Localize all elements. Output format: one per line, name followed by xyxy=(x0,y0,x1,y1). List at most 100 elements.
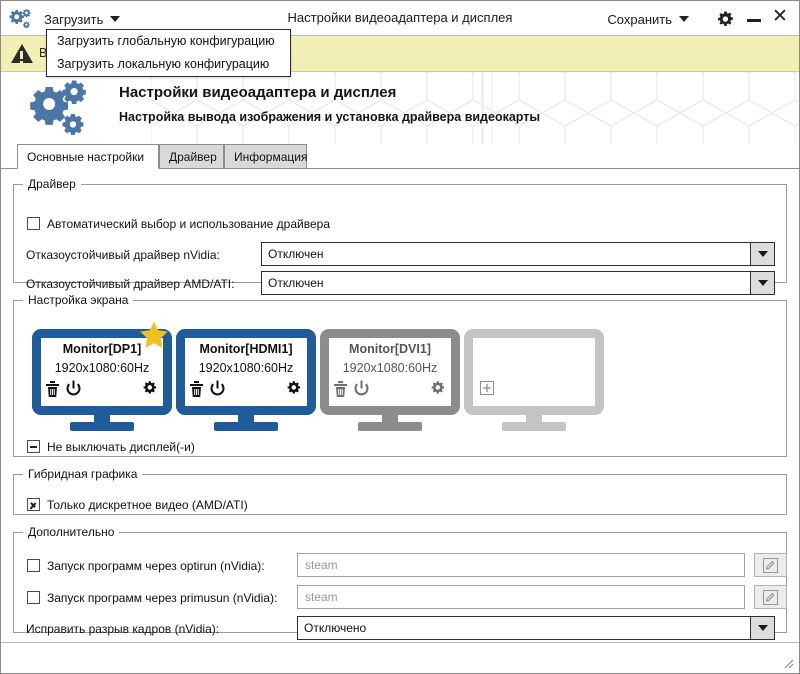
monitor-resolution: 1920x1080:60Hz xyxy=(54,361,150,375)
add-monitor-slot[interactable] xyxy=(464,329,604,431)
banner-heading: Настройки видеоадаптера и дисплея xyxy=(119,84,397,101)
warning-text: В xyxy=(39,46,48,60)
trash-icon[interactable] xyxy=(333,381,348,400)
trash-icon[interactable] xyxy=(189,381,204,400)
monitor-screen: Monitor[HDMI1] 1920x1080:60Hz xyxy=(185,338,307,406)
minimize-button[interactable] xyxy=(745,9,763,27)
monitor-neck xyxy=(94,415,110,424)
tab-label: Драйвер xyxy=(169,150,217,164)
app-gears-icon xyxy=(9,7,33,31)
trash-icon[interactable] xyxy=(45,381,60,400)
warning-exclamation-stroke xyxy=(20,51,23,59)
monitor-frame: Monitor[DP1] 1920x1080:60Hz xyxy=(32,329,172,415)
monitor-icon-row xyxy=(45,380,158,400)
primusrun-label: Запуск программ через primusun (nVidia): xyxy=(47,591,278,605)
dropdown-arrow-icon[interactable] xyxy=(750,617,774,639)
optirun-checkbox[interactable] xyxy=(27,559,40,572)
monitor-card-dvi1[interactable]: Monitor[DVI1] 1920x1080:60Hz xyxy=(320,329,460,431)
auto-driver-label: Автоматический выбор и использование дра… xyxy=(47,217,330,231)
primusrun-edit-button[interactable] xyxy=(754,585,787,609)
plus-box-icon[interactable] xyxy=(480,381,494,395)
menu-item-local-config[interactable]: Загрузить локальную конфигурацию xyxy=(57,57,270,71)
keep-display-on-label: Не выключать дисплей(-и) xyxy=(47,440,195,454)
discrete-only-label: Только дискретное видео (AMD/ATI) xyxy=(47,498,248,512)
pencil-box-icon xyxy=(763,589,778,605)
warning-exclamation-dot xyxy=(20,61,23,64)
monitor-card-hdmi1[interactable]: Monitor[HDMI1] 1920x1080:60Hz xyxy=(176,329,316,431)
gear-icon[interactable] xyxy=(285,380,302,400)
header-banner: Настройки видеоадаптера и дисплея Настро… xyxy=(1,72,799,144)
monitor-neck xyxy=(238,415,254,424)
monitor-frame: Monitor[HDMI1] 1920x1080:60Hz xyxy=(176,329,316,415)
driver-group-legend: Драйвер xyxy=(28,177,76,191)
pencil-box-icon xyxy=(763,557,778,573)
amd-fallback-combobox[interactable]: Отключен xyxy=(261,271,775,295)
extra-group: Дополнительно Запуск программ через opti… xyxy=(13,525,787,640)
menu-item-global-config[interactable]: Загрузить глобальную конфигурацию xyxy=(57,34,275,48)
hybrid-graphics-group: Гибридная графика Только дискретное виде… xyxy=(13,467,787,515)
tab-underline xyxy=(1,168,799,169)
add-monitor-frame xyxy=(464,329,604,415)
hybrid-graphics-legend: Гибридная графика xyxy=(28,467,138,481)
screen-group-legend: Настройка экрана xyxy=(28,293,129,307)
hexagon-pattern-background xyxy=(151,72,799,144)
tearfree-combobox[interactable]: Отключено xyxy=(297,616,775,640)
main-panel: Драйвер Автоматический выбор и использов… xyxy=(1,169,799,641)
monitor-name: Monitor[HDMI1] xyxy=(199,342,293,356)
power-icon[interactable] xyxy=(353,380,370,400)
load-menu-label: Загрузить xyxy=(44,11,104,27)
monitor-base xyxy=(358,422,422,431)
power-icon[interactable] xyxy=(209,380,226,400)
primusrun-input[interactable]: steam xyxy=(297,585,745,609)
monitor-name: Monitor[DVI1] xyxy=(349,342,431,356)
resize-grip-icon[interactable] xyxy=(781,656,794,669)
load-menu-button[interactable]: Загрузить xyxy=(44,10,121,28)
driver-group: Драйвер Автоматический выбор и использов… xyxy=(13,177,787,295)
monitor-screen: Monitor[DP1] 1920x1080:60Hz xyxy=(41,338,163,406)
status-bar xyxy=(1,642,799,673)
nvidia-fallback-label: Отказоустойчивый драйвер nVidia: xyxy=(26,248,220,262)
monitor-icon-row xyxy=(189,380,302,400)
dropdown-arrow-icon[interactable] xyxy=(750,243,774,265)
dropdown-arrow-icon[interactable] xyxy=(750,272,774,294)
monitor-resolution: 1920x1080:60Hz xyxy=(342,361,438,375)
gear-icon[interactable] xyxy=(141,380,158,400)
nvidia-fallback-value: Отключен xyxy=(268,247,324,261)
banner-gears-icon xyxy=(23,80,95,138)
tab-driver[interactable]: Драйвер xyxy=(159,144,224,169)
gear-icon[interactable] xyxy=(429,380,446,400)
monitor-resolution: 1920x1080:60Hz xyxy=(198,361,294,375)
monitor-frame: Monitor[DVI1] 1920x1080:60Hz xyxy=(320,329,460,415)
chevron-down-icon xyxy=(110,16,121,22)
optirun-label: Запуск программ через optirun (nVidia): xyxy=(47,559,265,573)
monitor-name: Monitor[DP1] xyxy=(62,342,142,356)
primusrun-checkbox[interactable] xyxy=(27,591,40,604)
load-dropdown-menu: Загрузить глобальную конфигурацию Загруз… xyxy=(46,29,291,77)
close-button[interactable]: ✕ xyxy=(772,6,788,27)
tab-label: Основные настройки xyxy=(27,149,145,164)
tearfree-label: Исправить разрыв кадров (nVidia): xyxy=(26,622,220,636)
optirun-edit-button[interactable] xyxy=(754,553,787,577)
tab-label: Информация xyxy=(234,150,308,164)
monitor-card-dp1[interactable]: Monitor[DP1] 1920x1080:60Hz xyxy=(32,321,172,431)
optirun-input[interactable]: steam xyxy=(297,553,745,577)
monitor-screen: Monitor[DVI1] 1920x1080:60Hz xyxy=(329,338,451,406)
power-icon[interactable] xyxy=(65,380,82,400)
extra-group-legend: Дополнительно xyxy=(28,525,115,539)
amd-fallback-label: Отказоустойчивый драйвер AMD/ATI: xyxy=(26,277,235,291)
save-menu-button[interactable]: Сохранить xyxy=(607,10,689,28)
chevron-down-icon xyxy=(679,16,689,22)
settings-gear-icon[interactable] xyxy=(715,9,735,29)
monitor-base xyxy=(70,422,134,431)
tab-basic-settings[interactable]: Основные настройки xyxy=(17,144,159,169)
keep-display-on-checkbox[interactable] xyxy=(27,440,40,453)
nvidia-fallback-combobox[interactable]: Отключен xyxy=(261,242,775,266)
discrete-only-checkbox[interactable] xyxy=(27,498,40,511)
add-monitor-neck xyxy=(526,415,542,424)
auto-driver-checkbox[interactable] xyxy=(27,217,40,230)
primary-monitor-star-icon xyxy=(139,321,169,350)
tab-information[interactable]: Информация xyxy=(224,144,307,169)
add-monitor-base xyxy=(502,422,566,431)
tab-bar: Основные настройки Драйвер Информация xyxy=(1,144,799,169)
monitor-base xyxy=(214,422,278,431)
